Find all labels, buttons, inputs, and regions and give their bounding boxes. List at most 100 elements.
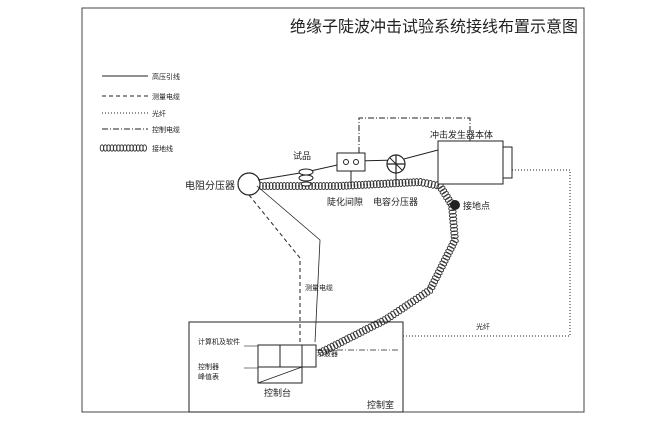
- ground-coil-loop: [358, 328, 365, 336]
- ground-coil-loop: [291, 181, 297, 191]
- ground-coil-loop: [390, 310, 397, 319]
- ground-coil-loop: [262, 181, 268, 191]
- ground-coil-loop: [340, 181, 346, 190]
- ground-coil-loop: [387, 312, 394, 320]
- ground-coil-loop: [317, 181, 323, 191]
- oscilloscope-block: [301, 344, 317, 368]
- ground-coil-loop: [364, 325, 371, 333]
- ground-coil-loop: [410, 297, 417, 305]
- ground-coil-loop: [415, 293, 422, 302]
- measurement-cable-label: 测量电缆: [305, 283, 333, 292]
- measurement-cable-thin: [256, 185, 321, 343]
- control-cable-top: [358, 117, 471, 153]
- ground-coil-loop: [324, 181, 330, 191]
- ground-coil-loop: [382, 316, 388, 324]
- ground-coil-loop: [335, 339, 342, 348]
- ground-coil-loop: [439, 188, 448, 195]
- ground-coil-loop: [421, 290, 428, 298]
- ground-coil-loop: [433, 272, 442, 279]
- ground-coil-loop: [430, 278, 439, 285]
- ground-coil-loop: [449, 220, 458, 225]
- ground-coil-loop: [426, 286, 434, 294]
- ground-coil-loop: [444, 196, 453, 203]
- ground-coil-loop: [438, 263, 446, 270]
- peak-meter-label: 峰值表: [198, 372, 219, 381]
- ground-coil-loop: [443, 193, 451, 200]
- ground-coil-loop: [440, 257, 449, 264]
- steepening-gap-icon: [336, 152, 366, 172]
- ground-coil-loop: [350, 332, 356, 341]
- ground-coil-loop: [441, 191, 449, 198]
- ground-coil-loop: [424, 288, 431, 296]
- test-sample-label: 试品: [293, 150, 311, 162]
- legend-label-fiber: 光纤: [152, 109, 166, 118]
- ground-coil-loop: [448, 213, 457, 218]
- ground-coil-loop: [427, 179, 433, 189]
- ground-coil-loop: [448, 209, 457, 215]
- ground-coil-loop: [367, 323, 374, 332]
- legend-label-ground: 接地线: [152, 144, 173, 153]
- ground-coil-loop: [424, 179, 430, 188]
- ground-coil-loop: [385, 179, 391, 188]
- resistive-divider-label: 电阻分压器: [185, 179, 235, 192]
- ground-coil-loop: [265, 181, 271, 191]
- ground-coil-loop: [384, 314, 391, 322]
- ground-coil-loop: [320, 347, 327, 355]
- ground-coil-loop: [432, 275, 440, 282]
- ground-coil-loop: [427, 284, 436, 290]
- ground-coil-loop: [450, 230, 459, 236]
- ground-coil-loop: [448, 243, 456, 249]
- ground-coil-loop: [334, 181, 340, 191]
- ground-coil-loop: [355, 329, 362, 338]
- ground-coil-loop: [341, 336, 348, 345]
- capacitive-divider-label: 电容分压器: [373, 196, 418, 208]
- ground-coil-loop: [435, 269, 443, 276]
- capacitive-divider-icon: [386, 154, 406, 185]
- ground-coil-loop: [347, 181, 353, 190]
- ground-coil-loop: [375, 180, 381, 189]
- ground-coil-loop: [449, 240, 458, 246]
- legend-label-measure-cable: 测量电缆: [152, 92, 180, 101]
- ground-coil-loop: [388, 179, 394, 188]
- ground-coil-loop: [438, 185, 446, 192]
- impulse-generator-icon: [437, 140, 504, 185]
- ground-coil-loop: [393, 308, 400, 317]
- ground-coil-loop: [353, 331, 359, 339]
- measurement-cable-resistive: [248, 194, 301, 342]
- ground-coil-loop: [434, 181, 440, 190]
- legend: 高压引线 测量电缆 光纤 控制电缆 接地线: [99, 72, 180, 153]
- ground-coil-loop: [451, 237, 459, 243]
- controller-label: 控制器: [198, 362, 219, 371]
- ground-coil-loop: [404, 301, 411, 309]
- ground-coil-loop: [323, 345, 330, 354]
- ground-coil-loop: [396, 306, 403, 315]
- ground-coil-loop: [443, 251, 452, 258]
- impulse-generator-label: 冲击发生器本体: [430, 129, 493, 141]
- ground-coil-loop: [370, 322, 377, 330]
- ground-coil-loop: [449, 223, 458, 229]
- ground-coil-loop: [350, 181, 356, 190]
- ground-coil-loop: [382, 179, 388, 188]
- ground-coil-loop: [285, 181, 290, 191]
- ground-coil-loop: [275, 181, 281, 191]
- ground-coil-loop: [366, 180, 372, 189]
- legend-label-hv-lead: 高压引线: [152, 72, 180, 81]
- ground-coil-loop: [332, 341, 339, 349]
- fiber-line: [403, 169, 571, 337]
- ground-coil-loop: [314, 181, 320, 191]
- ground-coil-loop: [281, 181, 287, 191]
- ground-coil-loop: [398, 178, 404, 188]
- computer-software-label: 计算机及软件: [198, 337, 240, 346]
- ground-coil-loop: [411, 178, 417, 187]
- ground-coil-loop: [430, 180, 436, 189]
- ground-coil-loop: [373, 320, 380, 329]
- ground-coil-loop: [369, 180, 375, 189]
- ground-coil-loop: [446, 245, 455, 252]
- ground-coil-loop: [445, 248, 453, 255]
- ground-coil-loop: [321, 181, 327, 191]
- legend-coil-ground: [99, 144, 147, 152]
- ground-coil-loop: [407, 178, 413, 187]
- ground-coil-loop: [326, 344, 333, 352]
- ground-coil-loop: [361, 326, 368, 335]
- ground-coil-loop: [271, 181, 277, 191]
